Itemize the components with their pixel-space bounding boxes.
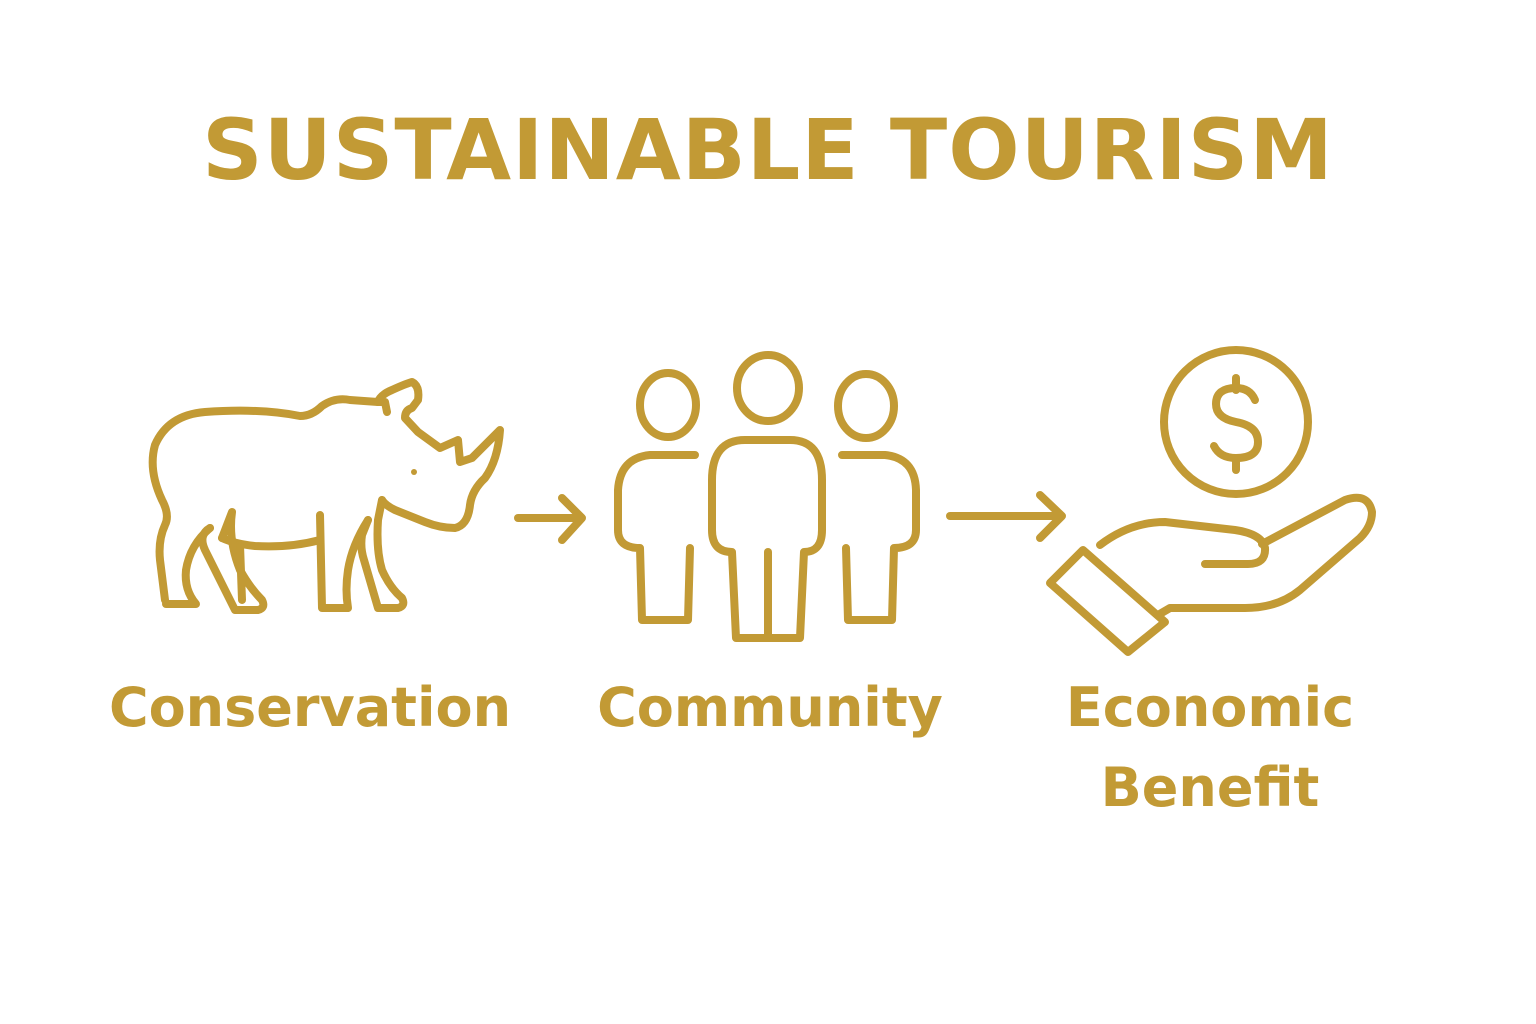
diagram-title: SUSTAINABLE TOURISM (202, 101, 1334, 199)
step-label-economic-benefit: Economic Benefit (1030, 668, 1390, 828)
arrow-right-icon (940, 490, 1070, 550)
arrow-right-icon (510, 490, 590, 550)
label-line: Economic (1065, 676, 1355, 739)
step-label-conservation: Conservation (108, 676, 512, 739)
people-group-icon (610, 350, 930, 650)
label-line: Benefit (1100, 756, 1320, 819)
rhino-icon (140, 370, 520, 630)
hand-holding-coin-icon (1045, 345, 1385, 665)
step-label-community: Community (597, 676, 943, 739)
